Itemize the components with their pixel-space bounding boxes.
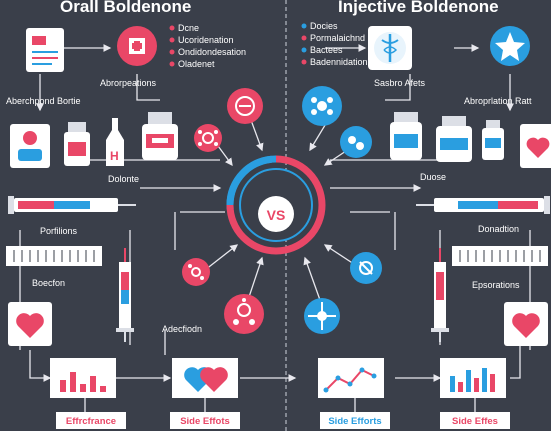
right-small-bottle-icon <box>482 120 504 160</box>
right-heart-card-icon-2 <box>504 302 548 346</box>
connector-lines <box>19 44 531 412</box>
left-side-label: Aberchpond Bortie <box>6 96 81 106</box>
central-hub: VS <box>226 155 326 255</box>
satellite-blue-3 <box>304 298 340 334</box>
medical-cross-icon <box>117 26 157 66</box>
side-effes-button[interactable]: Side Effes <box>440 412 510 429</box>
left-bullet-1: Dcne <box>178 23 199 33</box>
satellite-pink-2 <box>227 88 263 124</box>
left-vertical-syringe-icon <box>116 248 134 342</box>
document-icon <box>26 28 64 72</box>
line-chart-card <box>318 358 384 398</box>
satellite-blue-2 <box>340 126 372 158</box>
right-vertical-syringe-icon <box>431 248 449 342</box>
left-scale-bar <box>6 246 102 266</box>
right-bullet-list: Docies Pormalaichnd Bactees Badennidatio… <box>301 21 368 67</box>
side-effots-button[interactable]: Side Effots <box>170 412 240 429</box>
left-vial-icon: H <box>106 118 124 166</box>
molecule-icon <box>224 294 264 334</box>
left-title: Orall Boldenone <box>60 0 191 16</box>
right-bar-label: Donadtion <box>478 224 519 234</box>
left-heart-card-icon <box>8 302 52 346</box>
left-bullet-4: Oladenet <box>178 59 215 69</box>
left-bar2-label: Boecfon <box>32 278 65 288</box>
star-icon <box>490 26 530 66</box>
satellite-blue-1 <box>302 86 342 126</box>
left-id-card-icon <box>10 124 50 168</box>
left-bullet-2: Ucoridenation <box>178 35 234 45</box>
right-side-label: Abroprlation Ratt <box>464 96 532 106</box>
left-bar-chart-card <box>50 358 116 398</box>
right-bullet-3: Bactees <box>310 45 343 55</box>
right-title: Injective Boldenone <box>338 0 499 16</box>
right-bar2-label: Epsorations <box>472 280 520 290</box>
caduceus-icon <box>368 26 412 70</box>
left-syringe-icon <box>8 196 136 214</box>
right-scale-bar <box>452 246 548 266</box>
left-bullet-3: Ondidondesation <box>178 47 246 57</box>
satellite-blue-4 <box>350 252 382 284</box>
right-bullet-4: Badennidation <box>310 57 368 67</box>
side-efforts-label: Side Efforts <box>328 416 381 427</box>
right-icon-caption: Sasbro Afets <box>374 78 426 88</box>
left-large-bottle-icon <box>142 112 178 160</box>
satellite-pink-3 <box>182 258 210 286</box>
left-adv-label: Adecfiodn <box>162 324 202 334</box>
right-large-bottle-icon <box>436 116 472 162</box>
side-efforts-button[interactable]: Side Efforts <box>320 412 390 429</box>
right-dose-label: Duose <box>420 172 446 182</box>
effrcfrance-button[interactable]: Effrcfrance <box>56 412 126 429</box>
side-effots-label: Side Effots <box>180 416 230 427</box>
right-bullet-1: Docies <box>310 21 338 31</box>
side-effes-label: Side Effes <box>452 416 498 427</box>
right-bullet-2: Pormalaichnd <box>310 33 365 43</box>
hearts-card <box>172 358 238 398</box>
satellite-pink-1 <box>194 124 222 152</box>
left-pill-bottle-icon <box>64 122 90 166</box>
left-bullet-list: Dcne Ucoridenation Ondidondesation Olade… <box>169 23 246 69</box>
left-icon-caption: Abrorpeations <box>100 78 157 88</box>
right-syringe-icon <box>416 196 550 214</box>
right-pill-bottle-icon <box>390 112 422 160</box>
right-bar-chart-card <box>440 358 506 398</box>
svg-text:H: H <box>110 149 119 163</box>
left-dose-label: Dolonte <box>108 174 139 184</box>
vs-label: VS <box>267 207 286 223</box>
right-heart-card-icon <box>520 124 551 168</box>
left-bar-label: Porfilions <box>40 226 78 236</box>
effrcfrance-label: Effrcfrance <box>66 416 116 427</box>
